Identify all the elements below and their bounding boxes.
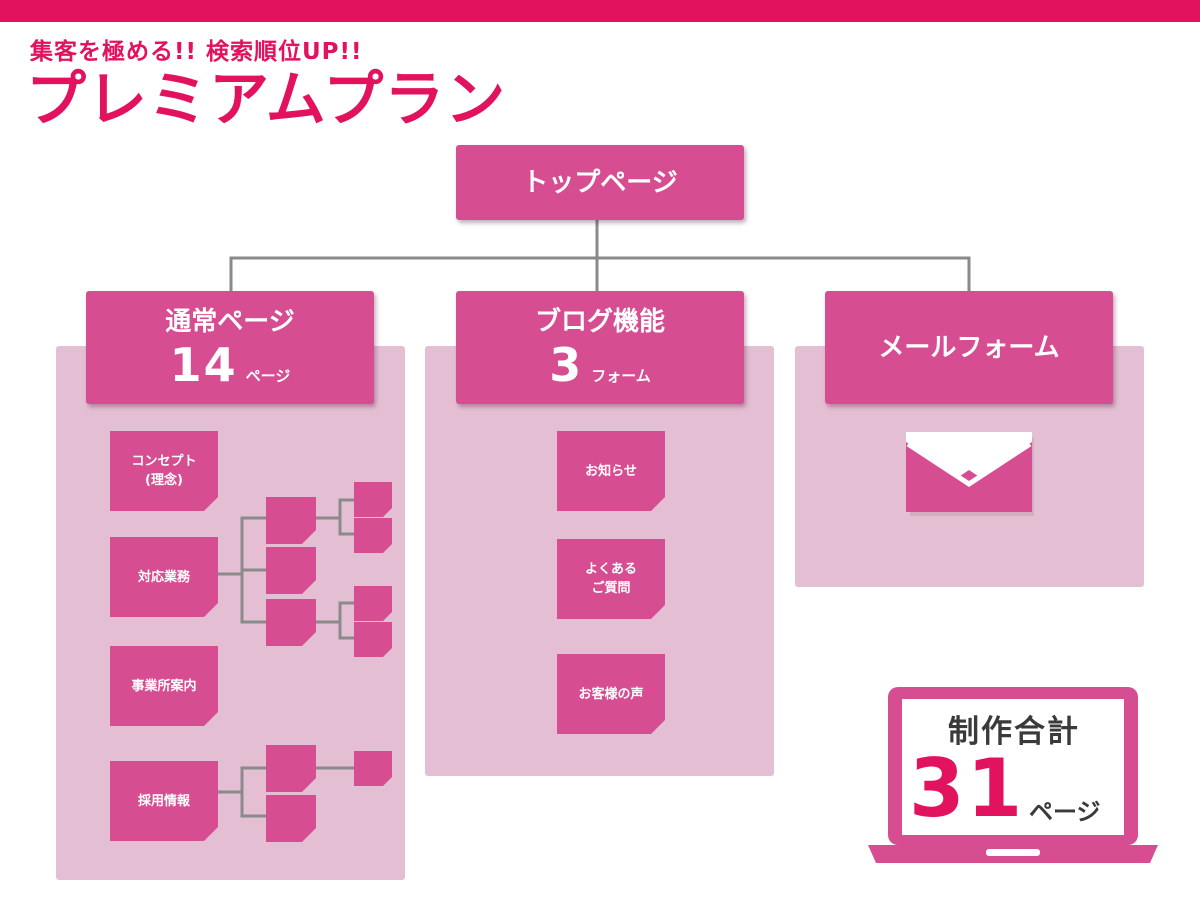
normal-pages-count: 14 — [169, 337, 238, 392]
subpage — [354, 482, 392, 517]
catch-copy: 集客を極める!! 検索順位UP!! — [30, 39, 363, 65]
blog-page-news-label: お知らせ — [585, 463, 637, 479]
blog-page-faq: よくある ご質問 — [557, 539, 665, 619]
subpage — [354, 586, 392, 621]
blog-unit: フォーム — [591, 366, 651, 385]
mail-form-box: メールフォーム — [825, 291, 1113, 404]
blog-page-news: お知らせ — [557, 431, 665, 511]
blog-page-voice-label: お客様の声 — [578, 686, 644, 702]
normal-pages-unit: ページ — [245, 366, 291, 385]
page-services: 対応業務 — [110, 537, 218, 617]
normal-pages-count-row: 14 ページ — [170, 340, 291, 390]
blog-count: 3 — [549, 337, 584, 392]
page-office: 事業所案内 — [110, 646, 218, 726]
envelope-icon — [906, 432, 1034, 516]
subpage — [354, 622, 392, 657]
plan-title: プレミアムプラン — [26, 65, 507, 135]
total-label: 制作合計 — [948, 714, 1080, 750]
total-count: 31 — [909, 742, 1025, 835]
blog-count-row: 3 フォーム — [549, 340, 651, 390]
laptop-icon — [868, 687, 1158, 863]
total-panel: 制作合計 31 ページ — [903, 700, 1125, 835]
subpage — [266, 599, 316, 646]
page-recruit-label: 採用情報 — [137, 793, 190, 809]
subpage — [266, 795, 316, 842]
blog-box: ブログ機能 3 フォーム — [456, 291, 744, 404]
subpage — [354, 751, 392, 786]
blog-page-voice: お客様の声 — [557, 654, 665, 734]
top-accent-bar — [0, 0, 1200, 22]
page-office-label: 事業所案内 — [131, 678, 197, 694]
subpage — [266, 497, 316, 544]
mail-form-title: メールフォーム — [878, 332, 1060, 363]
normal-pages-title: 通常ページ — [165, 306, 295, 337]
subpage — [266, 547, 316, 594]
subpage — [266, 745, 316, 792]
page-services-label: 対応業務 — [137, 569, 190, 585]
top-page-label: トップページ — [522, 167, 678, 198]
page-concept-label: コンセプト (理念) — [131, 454, 197, 488]
top-page-box: トップページ — [456, 145, 744, 220]
page-recruit: 採用情報 — [110, 761, 218, 841]
page-concept: コンセプト (理念) — [110, 431, 218, 511]
normal-pages-box: 通常ページ 14 ページ — [86, 291, 374, 404]
blog-page-faq-label: よくある ご質問 — [584, 562, 637, 596]
blog-title: ブログ機能 — [534, 306, 665, 337]
total-unit: ページ — [1029, 798, 1101, 826]
subpage — [354, 518, 392, 553]
